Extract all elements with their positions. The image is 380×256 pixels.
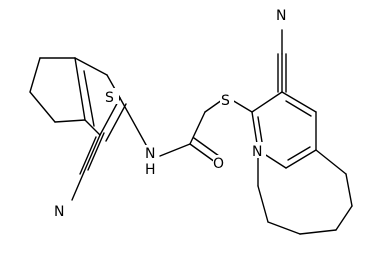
atom-labels: S N H O S N N N (54, 8, 286, 220)
amide-hydrogen-label: H (145, 162, 156, 178)
cyclooctane-ring (257, 149, 353, 235)
thiophene-sulfur-label: S (105, 90, 114, 106)
amide-nitrogen-label: N (145, 146, 155, 162)
amide-linker (119, 97, 253, 163)
cyano-group-left (71, 132, 105, 201)
cyano-group-right (277, 29, 287, 93)
cyclopentane-ring (29, 57, 86, 123)
pyridine-ring (251, 91, 317, 169)
pyridine-nitrogen-label: N (252, 144, 262, 160)
right-cyano-nitrogen-label: N (276, 8, 286, 24)
amide-oxygen-label: O (213, 156, 224, 172)
left-cyano-nitrogen-label: N (54, 204, 64, 220)
thiophene-ring (74, 57, 127, 142)
thioether-sulfur-label: S (221, 93, 230, 109)
